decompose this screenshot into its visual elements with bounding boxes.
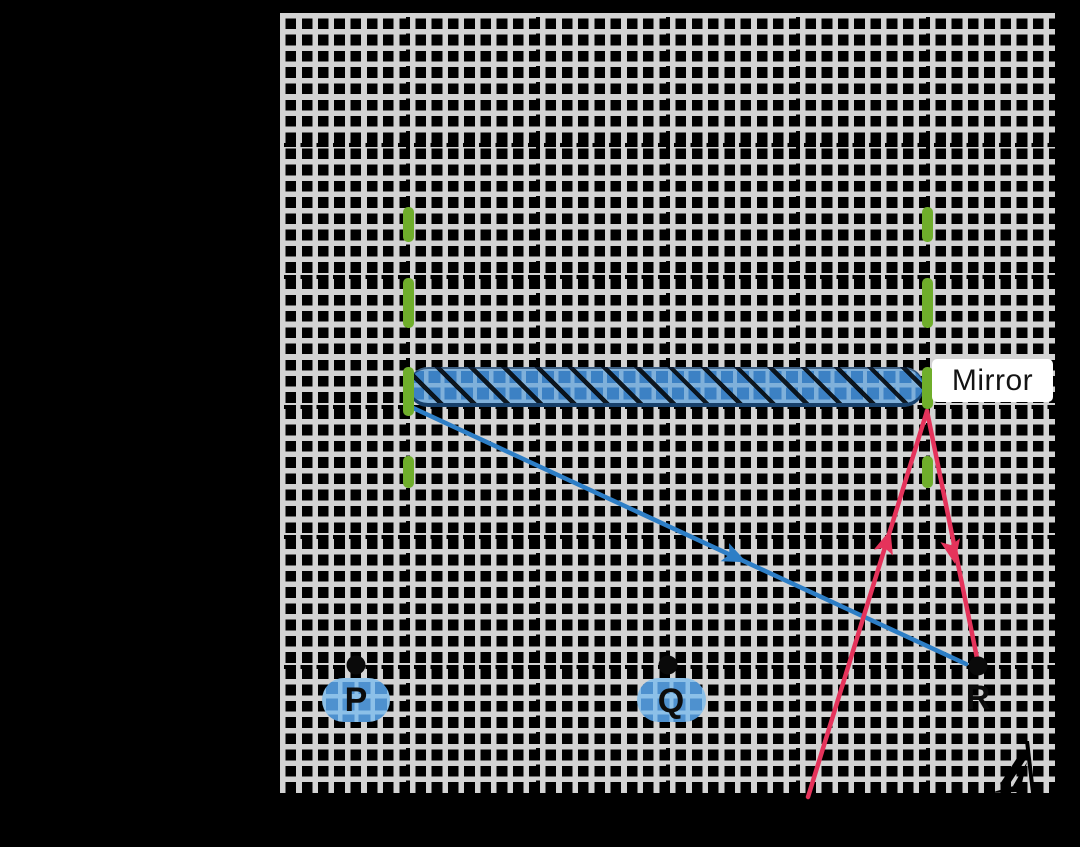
major-gridline-horizontal	[280, 405, 1055, 409]
normal-dash	[402, 367, 414, 416]
major-gridline-horizontal	[280, 275, 1055, 279]
cursor-icon	[990, 741, 1035, 793]
normal-dash	[402, 278, 414, 328]
red-reflected-ray	[924, 408, 980, 661]
red-incident-arrowhead	[873, 529, 893, 556]
red-reflected-arrowhead	[940, 538, 961, 564]
blue-ray	[408, 404, 969, 667]
point-dot-R	[968, 656, 988, 676]
normal-dash	[402, 456, 414, 488]
blue-ray-arrowhead	[720, 543, 747, 563]
point-label-R: R	[965, 678, 991, 717]
normal-dash	[921, 278, 933, 328]
normal-dash	[921, 367, 933, 409]
major-gridline-horizontal	[280, 535, 1055, 539]
normal-dash	[402, 207, 414, 242]
point-highlight-Q	[637, 678, 706, 722]
normal-dash	[921, 456, 933, 488]
mirror-label: Mirror	[932, 359, 1053, 402]
normal-dash	[921, 207, 933, 242]
major-gridline-horizontal	[280, 143, 1055, 147]
point-dot-P	[346, 655, 366, 675]
point-label-P: P	[344, 680, 368, 719]
point-label-Q: Q	[657, 681, 685, 720]
mirror-bar	[408, 367, 924, 407]
point-dot-Q	[658, 655, 678, 675]
red-incident-ray	[805, 408, 930, 800]
point-highlight-P	[322, 678, 390, 722]
